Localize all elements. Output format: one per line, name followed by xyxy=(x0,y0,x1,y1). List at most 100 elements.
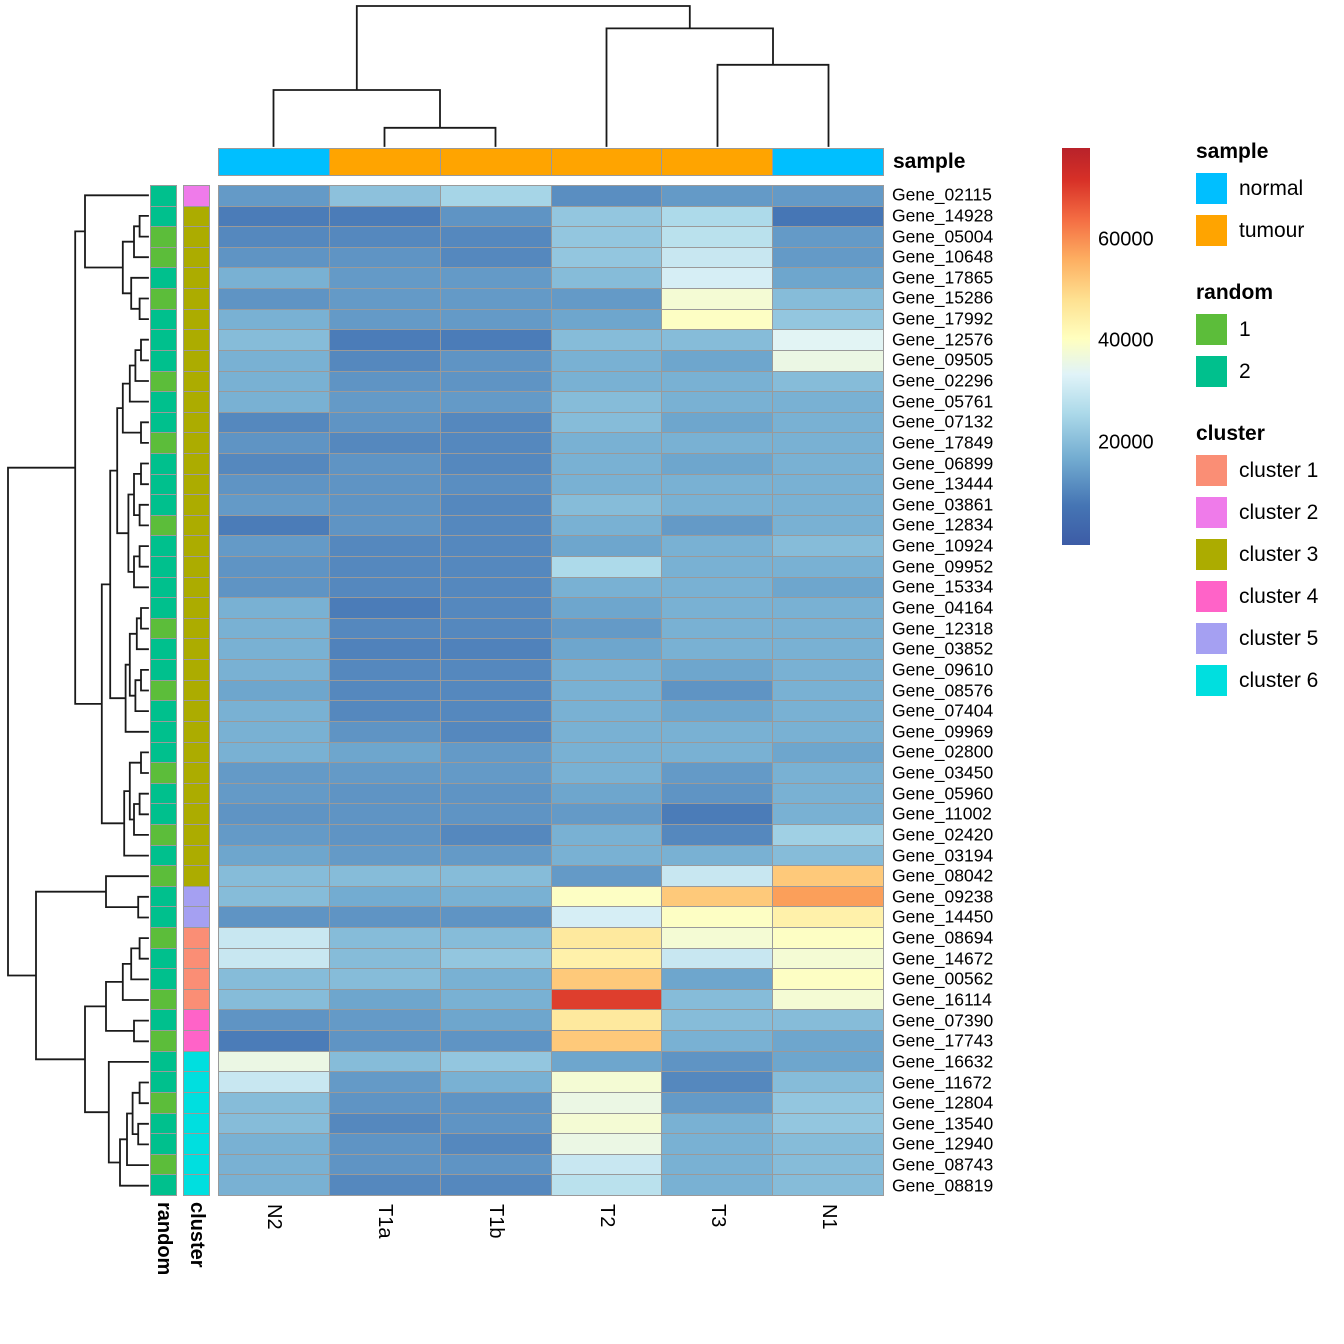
heatmap-cell xyxy=(551,268,662,289)
heatmap-cell xyxy=(440,515,551,536)
legend-label: 1 xyxy=(1239,317,1251,341)
heatmap-cell xyxy=(440,701,551,721)
heatmap-cell xyxy=(440,392,551,412)
heatmap-cell xyxy=(662,721,773,742)
heatmap-cell xyxy=(219,928,329,948)
heatmap-cell xyxy=(440,371,551,392)
heatmap-cell xyxy=(773,866,883,886)
legend-label: cluster 6 xyxy=(1239,668,1319,692)
heatmap-cell xyxy=(551,412,662,433)
heatmap-cell xyxy=(329,577,440,598)
legend-swatch xyxy=(1196,581,1227,612)
cluster-cell xyxy=(184,412,209,433)
heatmap-cell xyxy=(219,701,329,721)
random-cell xyxy=(151,1175,176,1195)
cluster-cell xyxy=(184,660,209,680)
row-label: Gene_14672 xyxy=(892,947,994,968)
cluster-cell xyxy=(184,371,209,392)
heatmap-cell xyxy=(662,639,773,660)
heatmap-cell xyxy=(773,783,883,804)
random-cell xyxy=(151,742,176,763)
heatmap-cell xyxy=(219,845,329,866)
heatmap-cell xyxy=(219,289,329,309)
legend-entry: cluster 6 xyxy=(1196,665,1318,696)
heatmap-cell xyxy=(662,618,773,639)
heatmap-cell xyxy=(773,495,883,515)
random-cell xyxy=(151,907,176,928)
heatmap-cell xyxy=(329,721,440,742)
heatmap-cell xyxy=(773,371,883,392)
heatmap-cell xyxy=(773,845,883,866)
heatmap-cell xyxy=(329,1113,440,1134)
random-cell xyxy=(151,639,176,660)
heatmap-cell xyxy=(440,1072,551,1092)
cluster-cell xyxy=(184,783,209,804)
row-label: Gene_02115 xyxy=(892,184,992,205)
random-cell xyxy=(151,845,176,866)
heatmap-cell xyxy=(551,598,662,618)
heatmap-cell xyxy=(551,701,662,721)
heatmap-cell xyxy=(662,268,773,289)
cluster-cell xyxy=(184,1113,209,1134)
heatmap-cell xyxy=(551,350,662,371)
heatmap-cell xyxy=(219,824,329,845)
heatmap-cell xyxy=(219,577,329,598)
heatmap-cell xyxy=(440,453,551,474)
heatmap-cell xyxy=(329,371,440,392)
heatmap-cell xyxy=(440,412,551,433)
heatmap-cell xyxy=(773,433,883,453)
heatmap-cell xyxy=(329,1072,440,1092)
random-cell xyxy=(151,1113,176,1134)
heatmap-cell xyxy=(662,1175,773,1195)
heatmap-cell xyxy=(219,660,329,680)
heatmap-cell xyxy=(551,536,662,557)
heatmap-cell xyxy=(219,309,329,330)
heatmap-cell xyxy=(329,268,440,289)
heatmap-cell xyxy=(662,577,773,598)
cluster-cell xyxy=(184,618,209,639)
heatmap-cell xyxy=(662,289,773,309)
heatmap-cell xyxy=(440,557,551,577)
heatmap-cell xyxy=(773,660,883,680)
heatmap-cell xyxy=(440,474,551,495)
heatmap-cell xyxy=(662,186,773,206)
cluster-cell xyxy=(184,989,209,1010)
random-cell xyxy=(151,721,176,742)
heatmap-cell xyxy=(329,598,440,618)
row-label: Gene_03852 xyxy=(892,638,994,659)
col-label: T1a xyxy=(373,1204,396,1239)
col-label: N2 xyxy=(262,1204,285,1230)
cluster-cell xyxy=(184,845,209,866)
heatmap-cell xyxy=(662,433,773,453)
cluster-cell xyxy=(184,742,209,763)
row-label: Gene_12804 xyxy=(892,1092,994,1113)
heatmap-cell xyxy=(440,289,551,309)
random-cell xyxy=(151,453,176,474)
colorbar xyxy=(1062,148,1090,545)
random-cell xyxy=(151,969,176,989)
row-label: Gene_17849 xyxy=(892,432,994,453)
legend-title: sample xyxy=(1196,140,1269,163)
heatmap-cell xyxy=(662,804,773,824)
row-label: Gene_07132 xyxy=(892,411,994,432)
heatmap-cell xyxy=(662,845,773,866)
heatmap-cell xyxy=(773,206,883,227)
heatmap-cell xyxy=(329,742,440,763)
heatmap-cell xyxy=(551,371,662,392)
heatmap-cell xyxy=(329,866,440,886)
random-cell xyxy=(151,1092,176,1113)
heatmap-cell xyxy=(219,227,329,247)
legend-swatch xyxy=(1196,665,1227,696)
heatmap-cell xyxy=(773,557,883,577)
heatmap-cell xyxy=(440,824,551,845)
row-label: Gene_14928 xyxy=(892,205,994,226)
legend-entry: cluster 5 xyxy=(1196,623,1318,654)
cluster-cell xyxy=(184,474,209,495)
row-label: Gene_05761 xyxy=(892,390,994,411)
heatmap-cell xyxy=(219,618,329,639)
row-label: Gene_09238 xyxy=(892,886,994,907)
heatmap-cell xyxy=(440,969,551,989)
heatmap-cell xyxy=(662,763,773,783)
random-cell xyxy=(151,247,176,268)
